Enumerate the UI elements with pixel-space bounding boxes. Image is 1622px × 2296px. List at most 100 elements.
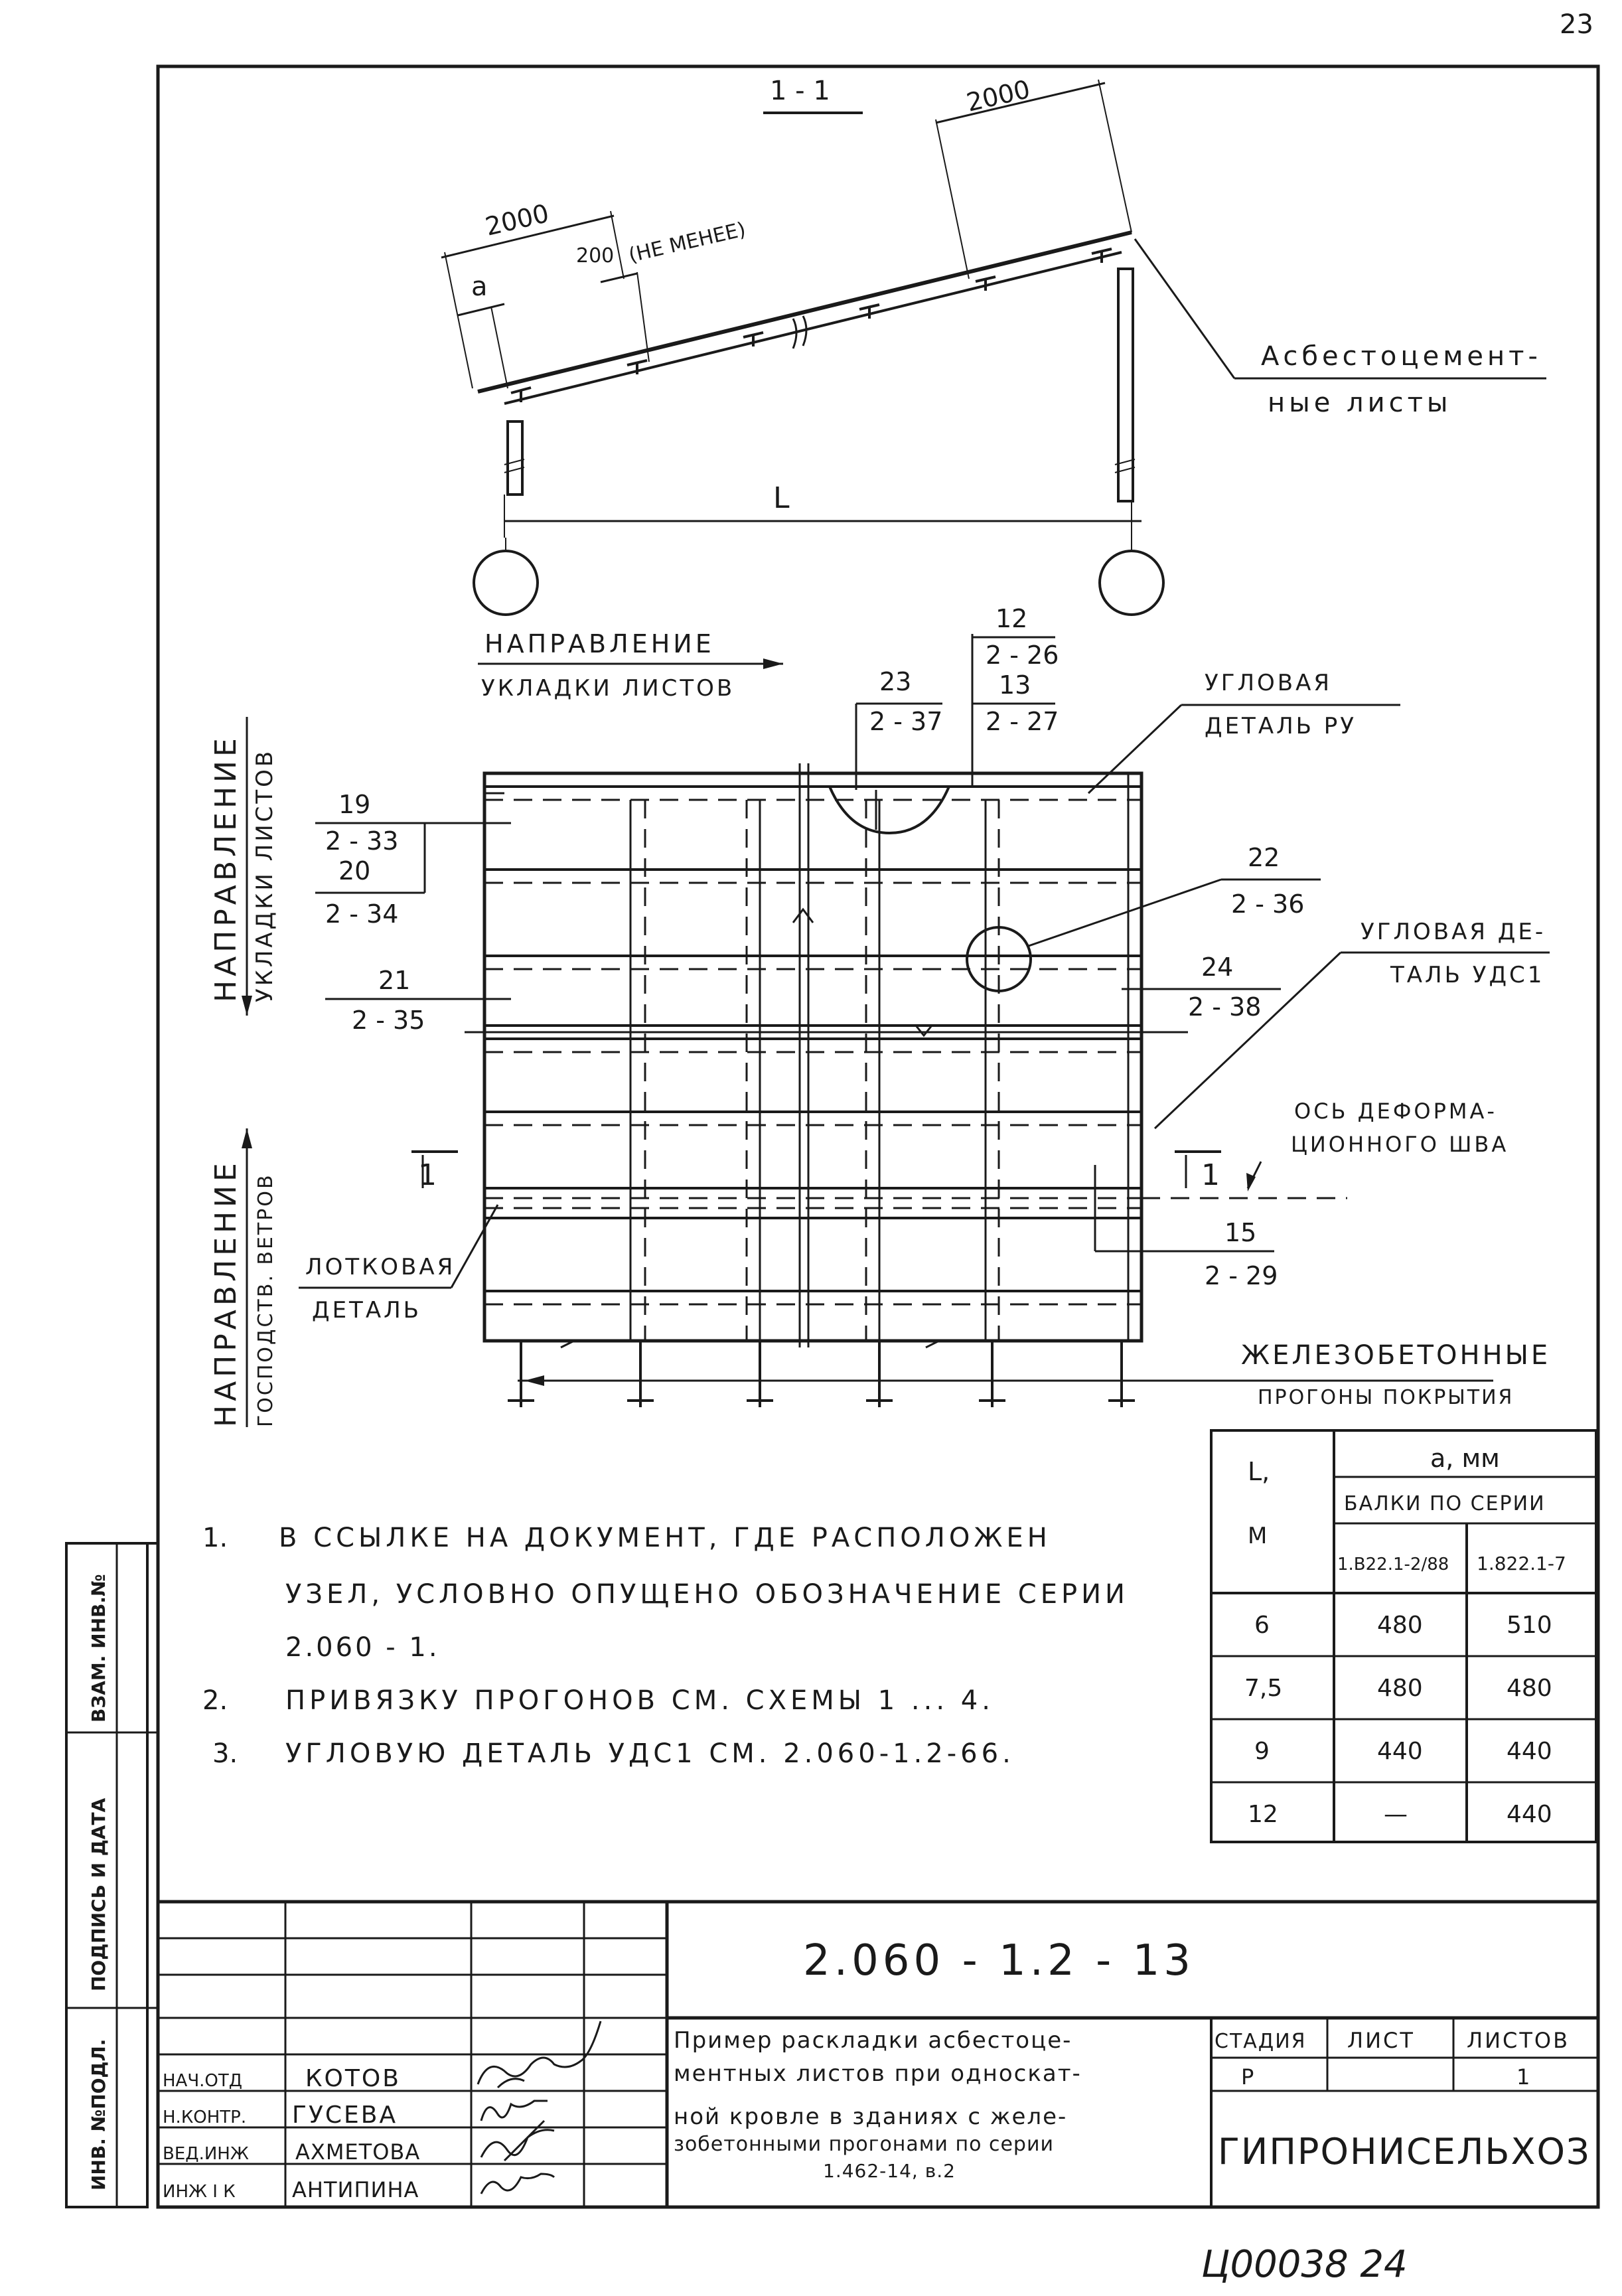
page-number-bottom: Ц00038 24 <box>1201 2243 1408 2286</box>
table-col-2: 1.822.1-7 <box>1477 1553 1566 1574</box>
roof-plan: НАПРАВЛЕНИЕ УКЛАДКИ ЛИСТОВ НАПРАВЛЕНИЕ У… <box>209 604 1550 1427</box>
ref-19-sheet: 2 - 33 <box>325 826 398 856</box>
ref-13-num: 13 <box>999 670 1031 700</box>
signature-2 <box>480 2100 548 2121</box>
table-row-2-L: 7,5 <box>1244 1675 1282 1702</box>
ref-22-sheet: 2 - 36 <box>1231 889 1304 919</box>
table-row-2-c1: 480 <box>1377 1675 1423 1702</box>
note-3-text: УГЛОВУЮ ДЕТАЛЬ УДС1 СМ. 2.060-1.2-66. <box>285 1738 1015 1769</box>
section-label: 1 - 1 <box>770 76 830 106</box>
ref-23-sheet: 2 - 37 <box>869 707 942 736</box>
stamp-organization: ГИПРОНИСЕЛЬХОЗ <box>1218 2131 1591 2173</box>
note-2-text: ПРИВЯЗКУ ПРОГОНОВ СМ. СХЕМЫ 1 ... 4. <box>285 1685 994 1716</box>
dir-laying-line1: НАПРАВЛЕНИЕ <box>484 629 715 658</box>
stamp-name-4: АНТИПИНА <box>292 2177 419 2202</box>
dir-laying-line2: УКЛАДКИ ЛИСТОВ <box>481 675 735 702</box>
ref-23-num: 23 <box>879 667 911 696</box>
sheets-label-line1: Асбестоцемент- <box>1261 341 1542 372</box>
table-row-3-c2: 440 <box>1507 1738 1552 1765</box>
ref-13-sheet: 2 - 27 <box>986 707 1059 736</box>
plan-outline <box>482 771 1143 1343</box>
section-dim-200-note: (НЕ МЕНЕЕ) <box>627 218 748 268</box>
stamp-sheets: 1 <box>1516 2064 1530 2090</box>
stamp-role-2: Н.КОНТР. <box>163 2107 246 2127</box>
ref-24-sheet: 2 - 38 <box>1188 992 1261 1022</box>
table-row-4-c2: 440 <box>1507 1801 1552 1828</box>
stamp-sheets-label: ЛИСТОВ <box>1467 2028 1570 2053</box>
table-row-1-c1: 480 <box>1377 1612 1423 1639</box>
note-1-cont-2: 2.060 - 1. <box>285 1632 440 1663</box>
note-2-num: 2. <box>202 1685 228 1716</box>
signature-1 <box>477 2021 602 2089</box>
table-row-1-L: 6 <box>1254 1612 1270 1639</box>
table-head-m: М <box>1248 1523 1267 1549</box>
ref-12-num: 12 <box>995 604 1027 633</box>
drawing-frame <box>156 64 1600 2209</box>
document-code: 2.060 - 1.2 - 13 <box>803 1936 1195 1985</box>
sheets-label-line2: ные листы <box>1268 388 1452 418</box>
cut-mark-left: 1 <box>418 1158 437 1192</box>
page-number-top: 23 <box>1560 9 1593 40</box>
signature-4 <box>480 2173 555 2194</box>
stamp-title-line2: ментных листов при односкат- <box>674 2060 1082 2087</box>
stamp-role-3: ВЕД.ИНЖ <box>163 2144 249 2164</box>
section-dim-2000-right: 2000 <box>964 74 1033 117</box>
tray-label-line1: ЛОТКОВАЯ <box>305 1254 455 1280</box>
vert-wind-line1: НАПРАВЛЕНИЕ <box>209 1159 243 1427</box>
axis-marker-right <box>1098 550 1165 616</box>
stamp-name-2: ГУСЕВА <box>292 2102 398 2129</box>
side-stamp: ВЗАМ. ИНВ.№ ПОДПИСЬ И ДАТА ИНВ. №ПОДЛ. <box>65 1542 158 2208</box>
table-row-3-c1: 440 <box>1377 1738 1423 1765</box>
stamp-title-line4: зобетонными прогонами по серии <box>674 2133 1054 2156</box>
vert-laying-line2: УКЛАДКИ ЛИСТОВ <box>252 749 278 1002</box>
vert-wind-line2: ГОСПОДСТВ. ВЕТРОВ <box>254 1173 277 1427</box>
table-row-1-c2: 510 <box>1507 1612 1552 1639</box>
tray-label-line2: ДЕТАЛЬ <box>312 1297 421 1324</box>
cut-mark-right: 1 <box>1201 1158 1220 1192</box>
stamp-sheet-label: ЛИСТ <box>1347 2028 1415 2053</box>
ref-24-num: 24 <box>1201 953 1233 982</box>
stamp-name-3: АХМЕТОВА <box>295 2139 420 2165</box>
table-head-a: a, мм <box>1430 1444 1500 1473</box>
note-1-cont-1: УЗЕЛ, УСЛОВНО ОПУЩЕНО ОБОЗНАЧЕНИЕ СЕРИИ <box>285 1579 1129 1610</box>
notes: 1. В ССЫЛКЕ НА ДОКУМЕНТ, ГДЕ РАСПОЛОЖЕН … <box>202 1523 1129 1769</box>
axis-label-line1: ОСЬ ДЕФОРМА- <box>1294 1099 1497 1124</box>
table-col-1: 1.В22.1-2/88 <box>1337 1555 1449 1574</box>
title-block: НАЧ.ОТД КОТОВ Н.КОНТР. ГУСЕВА ВЕД.ИНЖ АХ… <box>158 1900 1598 2207</box>
dimension-table: L, М a, мм БАЛКИ ПО СЕРИИ 1.В22.1-2/88 1… <box>1210 1429 1597 1843</box>
stamp-stage-label: СТАДИЯ <box>1215 2030 1307 2053</box>
ref-21-sheet: 2 - 35 <box>352 1006 425 1035</box>
side-stamp-signature: ПОДПИСЬ И ДАТА <box>88 1798 110 1991</box>
table-row-2-c2: 480 <box>1507 1675 1552 1702</box>
note-1-num: 1. <box>202 1523 228 1553</box>
table-row-4-L: 12 <box>1248 1801 1278 1828</box>
roof-slope-line <box>477 230 1132 394</box>
table-row-4-c1: — <box>1384 1801 1408 1828</box>
corner-ru-line2: ДЕТАЛЬ РУ <box>1205 713 1357 739</box>
ref-15-num: 15 <box>1224 1218 1256 1247</box>
section-dim-200: 200 <box>576 244 614 268</box>
table-row-3-L: 9 <box>1254 1738 1270 1765</box>
stamp-role-4: ИНЖ I К <box>163 2182 236 2202</box>
table-head-L: L, <box>1248 1457 1270 1486</box>
corner-udc-line2: ТАЛЬ УДС1 <box>1390 962 1544 988</box>
ref-20-sheet: 2 - 34 <box>325 899 398 929</box>
ref-19-num: 19 <box>338 790 370 819</box>
section-1-1: 1 - 1 2000 a 200 (НЕ МЕНЕЕ) <box>441 74 1546 616</box>
stamp-title-line3: ной кровле в зданиях с желе- <box>674 2104 1067 2130</box>
ref-12-sheet: 2 - 26 <box>986 641 1059 670</box>
corner-ru-line1: УГЛОВАЯ <box>1205 670 1332 696</box>
vert-laying-line1: НАПРАВЛЕНИЕ <box>209 734 243 1002</box>
stamp-role-1: НАЧ.ОТД <box>163 2071 242 2091</box>
table-head-series: БАЛКИ ПО СЕРИИ <box>1344 1492 1546 1515</box>
ref-20-num: 20 <box>338 856 370 885</box>
section-dim-2000-left: 2000 <box>482 198 552 242</box>
side-stamp-replacement: ВЗАМ. ИНВ.№ <box>88 1574 110 1722</box>
stamp-title-line5: 1.462-14, в.2 <box>823 2160 956 2182</box>
stamp-stage: Р <box>1241 2064 1254 2090</box>
section-dim-a: a <box>471 271 488 302</box>
signature-3 <box>480 2119 555 2162</box>
axis-label-line2: ЦИОННОГО ШВА <box>1291 1132 1509 1157</box>
purlins-label-line2: ПРОГОНЫ ПОКРЫТИЯ <box>1258 1386 1514 1409</box>
purlins-label-line1: ЖЕЛЕЗОБЕТОННЫЕ <box>1241 1340 1550 1371</box>
